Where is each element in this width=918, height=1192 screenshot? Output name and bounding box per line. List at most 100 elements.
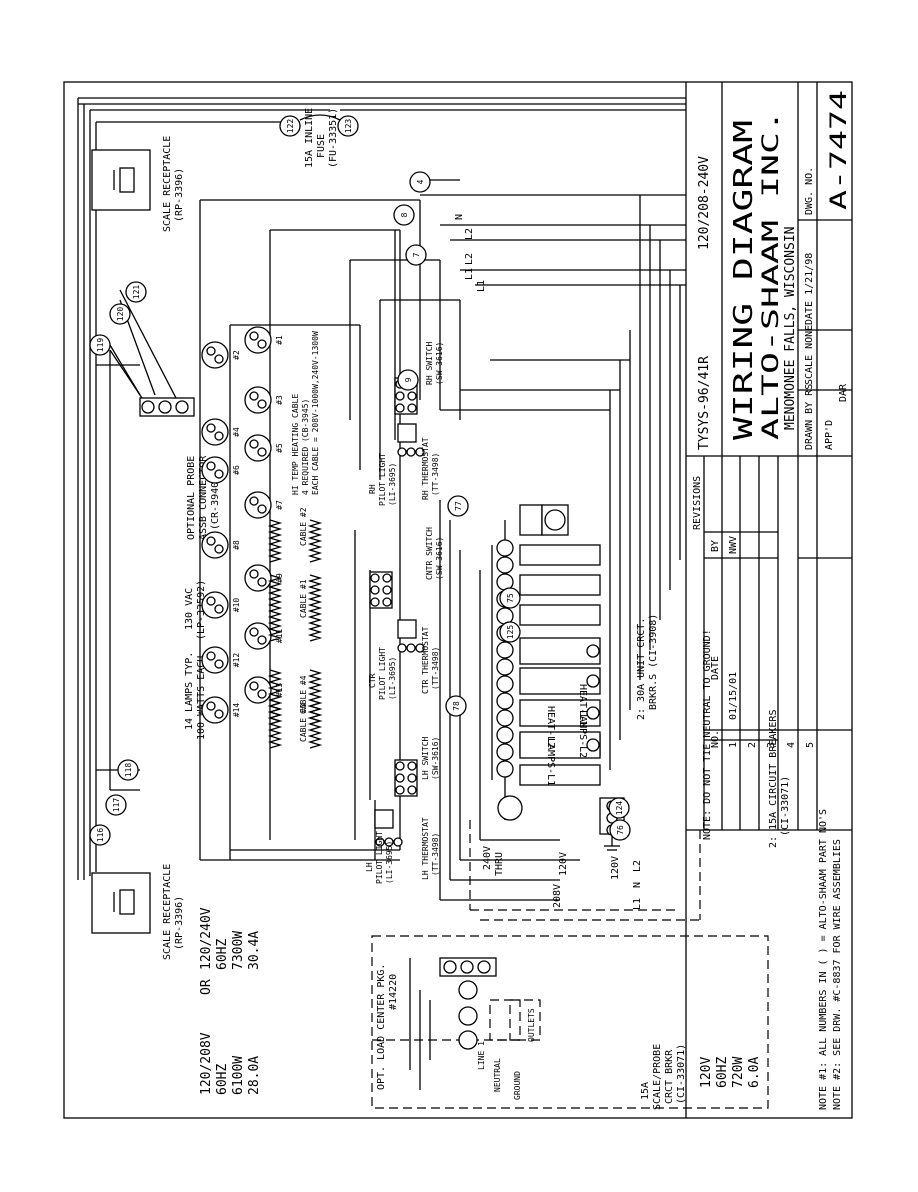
rating-or: OR bbox=[199, 979, 214, 995]
date-label: DATE 1/21/98 bbox=[804, 253, 815, 325]
wire-number: 9 bbox=[397, 369, 419, 391]
supply-240v: 240V bbox=[482, 846, 493, 870]
inline-fuse bbox=[299, 114, 341, 121]
lamp bbox=[244, 386, 272, 414]
lh-switch-label: LH SWITCH bbox=[421, 736, 430, 780]
heating-cable bbox=[307, 574, 323, 642]
company-name: ALTO-SHAAM INC. bbox=[759, 110, 784, 440]
lamp-number: #6 bbox=[232, 465, 241, 475]
revisions-col-date: DATE bbox=[710, 656, 721, 680]
unit-breaker-label: BRKR.S (CI-3908) bbox=[648, 614, 659, 710]
line-l2: L2 bbox=[464, 253, 475, 265]
appd-value: DAR bbox=[838, 383, 849, 402]
revision-row-no: 1 bbox=[728, 742, 739, 748]
wire-number-label: 121 bbox=[132, 285, 141, 300]
note-2: NOTE #2: SEE DRW. #C-8837 FOR WIRE ASSEM… bbox=[832, 839, 843, 1110]
rating-a: 6100W bbox=[231, 1056, 246, 1095]
ctr-pilot-label: PILOT LIGHT bbox=[378, 647, 387, 700]
wire-number-label: 119 bbox=[96, 338, 105, 353]
ctr-pilot-label: CTR bbox=[368, 673, 377, 688]
scale-receptacle-top bbox=[91, 149, 151, 211]
drawn-by: DRAWN BY RS bbox=[804, 384, 815, 450]
wire-number: 78 bbox=[445, 695, 467, 717]
lh-pilot-part: (LI-3695) bbox=[385, 841, 394, 884]
lamp bbox=[244, 491, 272, 519]
cntr-switch bbox=[369, 571, 393, 609]
line-l1: L1 bbox=[632, 898, 643, 910]
rating-b: 60HZ bbox=[215, 939, 230, 970]
cntr-switch-label: CNTR SWITCH bbox=[425, 527, 434, 580]
wire-number: 123 bbox=[337, 115, 359, 137]
rh-pilot-part: (LI-3695) bbox=[388, 463, 397, 506]
rating-a: 60HZ bbox=[215, 1064, 230, 1095]
rh-pilot-label: PILOT LIGHT bbox=[378, 453, 387, 506]
line-l1: L1 bbox=[464, 268, 475, 280]
heat-cable-label: HI TEMP HEATING CABLE bbox=[291, 394, 300, 495]
rh-thermostat-label: RH THERMOSTAT bbox=[421, 437, 430, 500]
cable-label: CABLE #1 bbox=[299, 579, 308, 618]
ctr-thermostat-label: CTR THERMOSTAT bbox=[421, 626, 430, 694]
scale-receptacle-label: SCALE RECEPTACLE bbox=[162, 864, 173, 960]
wire-number-label: 75 bbox=[506, 593, 515, 603]
heating-cable bbox=[307, 519, 323, 563]
lh-pilot-label: LH bbox=[365, 862, 374, 872]
wire-number: 125 bbox=[499, 621, 521, 643]
wire-number: 122 bbox=[279, 115, 301, 137]
lh-pilot-label: PILOT LIGHT bbox=[375, 831, 384, 884]
rh-switch-part: (SW-3616) bbox=[435, 342, 444, 385]
revision-row-no: 5 bbox=[805, 742, 816, 748]
rh-pilot-label: RH bbox=[368, 484, 377, 494]
breakers-part: (CI-33071) bbox=[780, 776, 791, 836]
dwg-label: DWG. NO. bbox=[804, 167, 815, 215]
rating-c: 60HZ bbox=[715, 1057, 730, 1088]
line-l2: L2 bbox=[464, 228, 475, 240]
appd-label: APP'D bbox=[824, 420, 835, 450]
lamps-voltage: 130 VAC bbox=[184, 588, 195, 630]
lamps-part: (LP-33592) bbox=[196, 580, 207, 640]
line-n: N bbox=[632, 882, 643, 888]
wire-number-label: 122 bbox=[286, 119, 295, 134]
title-block: TYSYS-96/41R 120/208-240V WIRING DIAGRAM… bbox=[685, 82, 852, 1118]
diagram-title: WIRING DIAGRAM bbox=[729, 120, 759, 440]
rating-a: 120/208V bbox=[199, 1032, 214, 1095]
lamp-number: #12 bbox=[232, 653, 241, 668]
cntr-switch-part: (SW-3616) bbox=[435, 537, 444, 580]
load-center bbox=[371, 935, 769, 1109]
heating-cable bbox=[267, 519, 283, 563]
wire-number-label: 76 bbox=[616, 825, 625, 835]
lamp-number: #8 bbox=[232, 540, 241, 550]
line-l1: L1 bbox=[476, 280, 487, 292]
wire-number-label: 8 bbox=[400, 212, 409, 217]
wire-number: 75 bbox=[499, 587, 521, 609]
wire-number-label: 7 bbox=[412, 252, 421, 257]
wire-number-label: 120 bbox=[116, 307, 125, 322]
rating-b: 120/240V bbox=[199, 907, 214, 970]
lamp bbox=[244, 326, 272, 354]
unit-breaker-label: 2: 30A UNIT CRCT. bbox=[636, 618, 647, 720]
wire-number-label: 118 bbox=[124, 763, 133, 778]
wire-number-label: 78 bbox=[452, 701, 461, 711]
revisions-col-no: NO. bbox=[710, 730, 721, 748]
voltage-rating: 120/208-240V bbox=[697, 156, 712, 250]
rating-b: 7300W bbox=[231, 931, 246, 970]
wire-number: 121 bbox=[125, 281, 147, 303]
load-center-label: OPT. LOAD CENTER PKG. bbox=[376, 964, 387, 1090]
supply-208v: 208V bbox=[552, 884, 563, 908]
drawing-border bbox=[63, 81, 853, 1119]
ctr-thermostat-part: (TT-3498) bbox=[431, 647, 440, 690]
wire-number: 8 bbox=[393, 204, 415, 226]
breakers-label: 2: 15A CIRCUIT BREAKERS bbox=[768, 710, 779, 848]
revision-row-no: 3 bbox=[766, 742, 777, 748]
supply-120v: 120V bbox=[558, 852, 569, 876]
lamp-number: #10 bbox=[232, 598, 241, 613]
wire-number-label: 124 bbox=[615, 801, 624, 816]
wire-number: 116 bbox=[89, 824, 111, 846]
wire-number-label: 125 bbox=[506, 625, 515, 640]
lh-thermostat-label: LH THERMOSTAT bbox=[421, 817, 430, 880]
heat-cable-label: EACH CABLE = 208V-1000W,240V-1300W bbox=[311, 331, 320, 495]
heating-cable bbox=[267, 699, 283, 749]
rh-switch-label: RH SWITCH bbox=[425, 341, 434, 385]
